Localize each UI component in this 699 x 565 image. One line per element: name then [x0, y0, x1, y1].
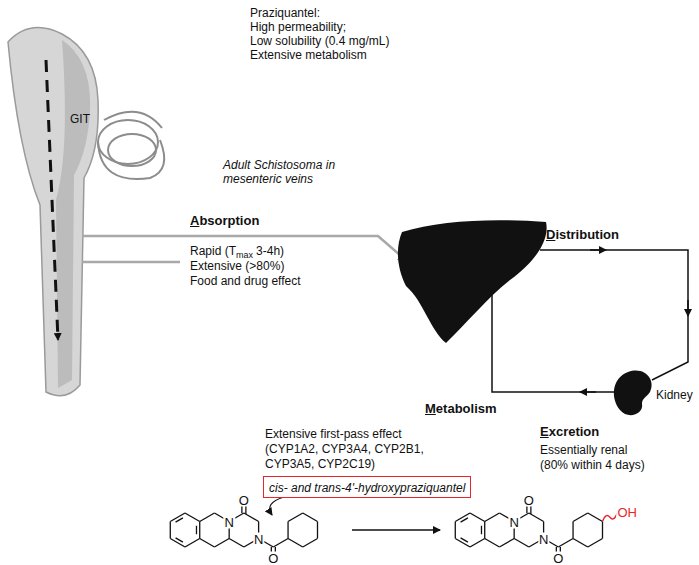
- bond: [484, 522, 485, 539]
- intestine-shade: [56, 40, 90, 388]
- bond: [170, 513, 185, 522]
- schistosoma: [98, 112, 164, 179]
- atom-label: OH: [616, 506, 638, 519]
- bond: [196, 526, 197, 534]
- absorption-line: [82, 261, 180, 264]
- bond: [558, 539, 573, 548]
- bond: [229, 539, 244, 548]
- bond: [481, 526, 482, 534]
- note-text: Essentially renal: [540, 443, 627, 457]
- bond: [461, 538, 468, 542]
- note-text: (80% within 4 days): [540, 458, 645, 472]
- liver: [398, 220, 547, 343]
- bond: [317, 522, 318, 539]
- atom-label: O: [523, 494, 535, 507]
- atom-label: O: [552, 552, 564, 565]
- bond: [170, 522, 171, 539]
- bond: [602, 522, 603, 539]
- atom-label: N: [253, 532, 264, 545]
- organ-label: GIT: [70, 112, 90, 126]
- bond: [303, 513, 318, 522]
- bond: [573, 539, 588, 548]
- kidney: [614, 371, 652, 416]
- note-text: mesenteric veins: [223, 172, 313, 186]
- bond: [455, 522, 456, 539]
- bond: [176, 538, 183, 542]
- absorption-arrow: [82, 236, 408, 262]
- atom-label: O: [238, 494, 250, 507]
- atom-label: N: [508, 515, 519, 528]
- note-text: Rapid (T: [190, 244, 236, 258]
- note-text: High permeability;: [250, 20, 346, 34]
- section-heading: Excretion: [540, 425, 599, 439]
- bond: [288, 539, 303, 548]
- atom-label: N: [223, 515, 234, 528]
- subscript: max: [236, 250, 253, 260]
- bond: [185, 539, 200, 548]
- bond: [588, 513, 603, 522]
- section-heading: Distribution: [546, 228, 619, 242]
- wavy-bond: [602, 513, 617, 522]
- bond: [461, 518, 468, 522]
- bond: [176, 518, 183, 522]
- bond: [499, 539, 514, 548]
- note-text: Extensive first-pass effect: [265, 427, 402, 441]
- note-text: Extensive (>80%): [190, 259, 284, 273]
- organ-label: Kidney: [656, 388, 693, 402]
- bond: [185, 513, 200, 522]
- structures: [170, 505, 617, 554]
- reaction-arrow: [352, 529, 440, 531]
- note-text: Adult Schistosoma in: [223, 158, 335, 172]
- bond: [273, 539, 288, 548]
- bond: [572, 522, 573, 539]
- circulation: [492, 250, 688, 392]
- bond: [573, 513, 588, 522]
- metabolite-text: cis- and trans-4'-hydroxypraziquantel: [269, 481, 465, 495]
- flow-arrow: [46, 60, 58, 340]
- bond: [514, 539, 529, 548]
- note-text: Low solubility (0.4 mg/mL): [250, 34, 389, 48]
- note-text: 3-4h): [256, 244, 284, 258]
- bond: [170, 539, 185, 548]
- bond: [244, 513, 259, 522]
- bond: [529, 513, 544, 522]
- atom-label: N: [538, 532, 549, 545]
- bond: [588, 539, 603, 548]
- note-text: Extensive metabolism: [250, 48, 367, 62]
- bond: [303, 539, 318, 548]
- note-text: Praziquantel:: [250, 6, 320, 20]
- bond: [455, 513, 470, 522]
- intestine: [8, 28, 98, 396]
- bond: [200, 513, 215, 522]
- bond: [287, 522, 288, 539]
- highlight-box: cis- and trans-4'-hydroxypraziquantel: [263, 476, 471, 498]
- bond: [288, 513, 303, 522]
- section-heading: Metabolism: [425, 402, 497, 416]
- bond: [470, 513, 485, 522]
- section-heading: Absorption: [190, 214, 259, 228]
- bond: [214, 539, 229, 548]
- bond: [485, 539, 500, 548]
- bond: [455, 539, 470, 548]
- note-text: Food and drug effect: [190, 274, 301, 288]
- note-text: (CYP1A2, CYP3A4, CYP2B1,: [265, 442, 424, 456]
- bond: [485, 513, 500, 522]
- atom-label: O: [267, 552, 279, 565]
- bond: [200, 539, 215, 548]
- bond: [470, 539, 485, 548]
- bond: [199, 522, 200, 539]
- note-text: CYP3A5, CYP2C19): [265, 457, 375, 471]
- metabolite-arrow: [270, 497, 284, 515]
